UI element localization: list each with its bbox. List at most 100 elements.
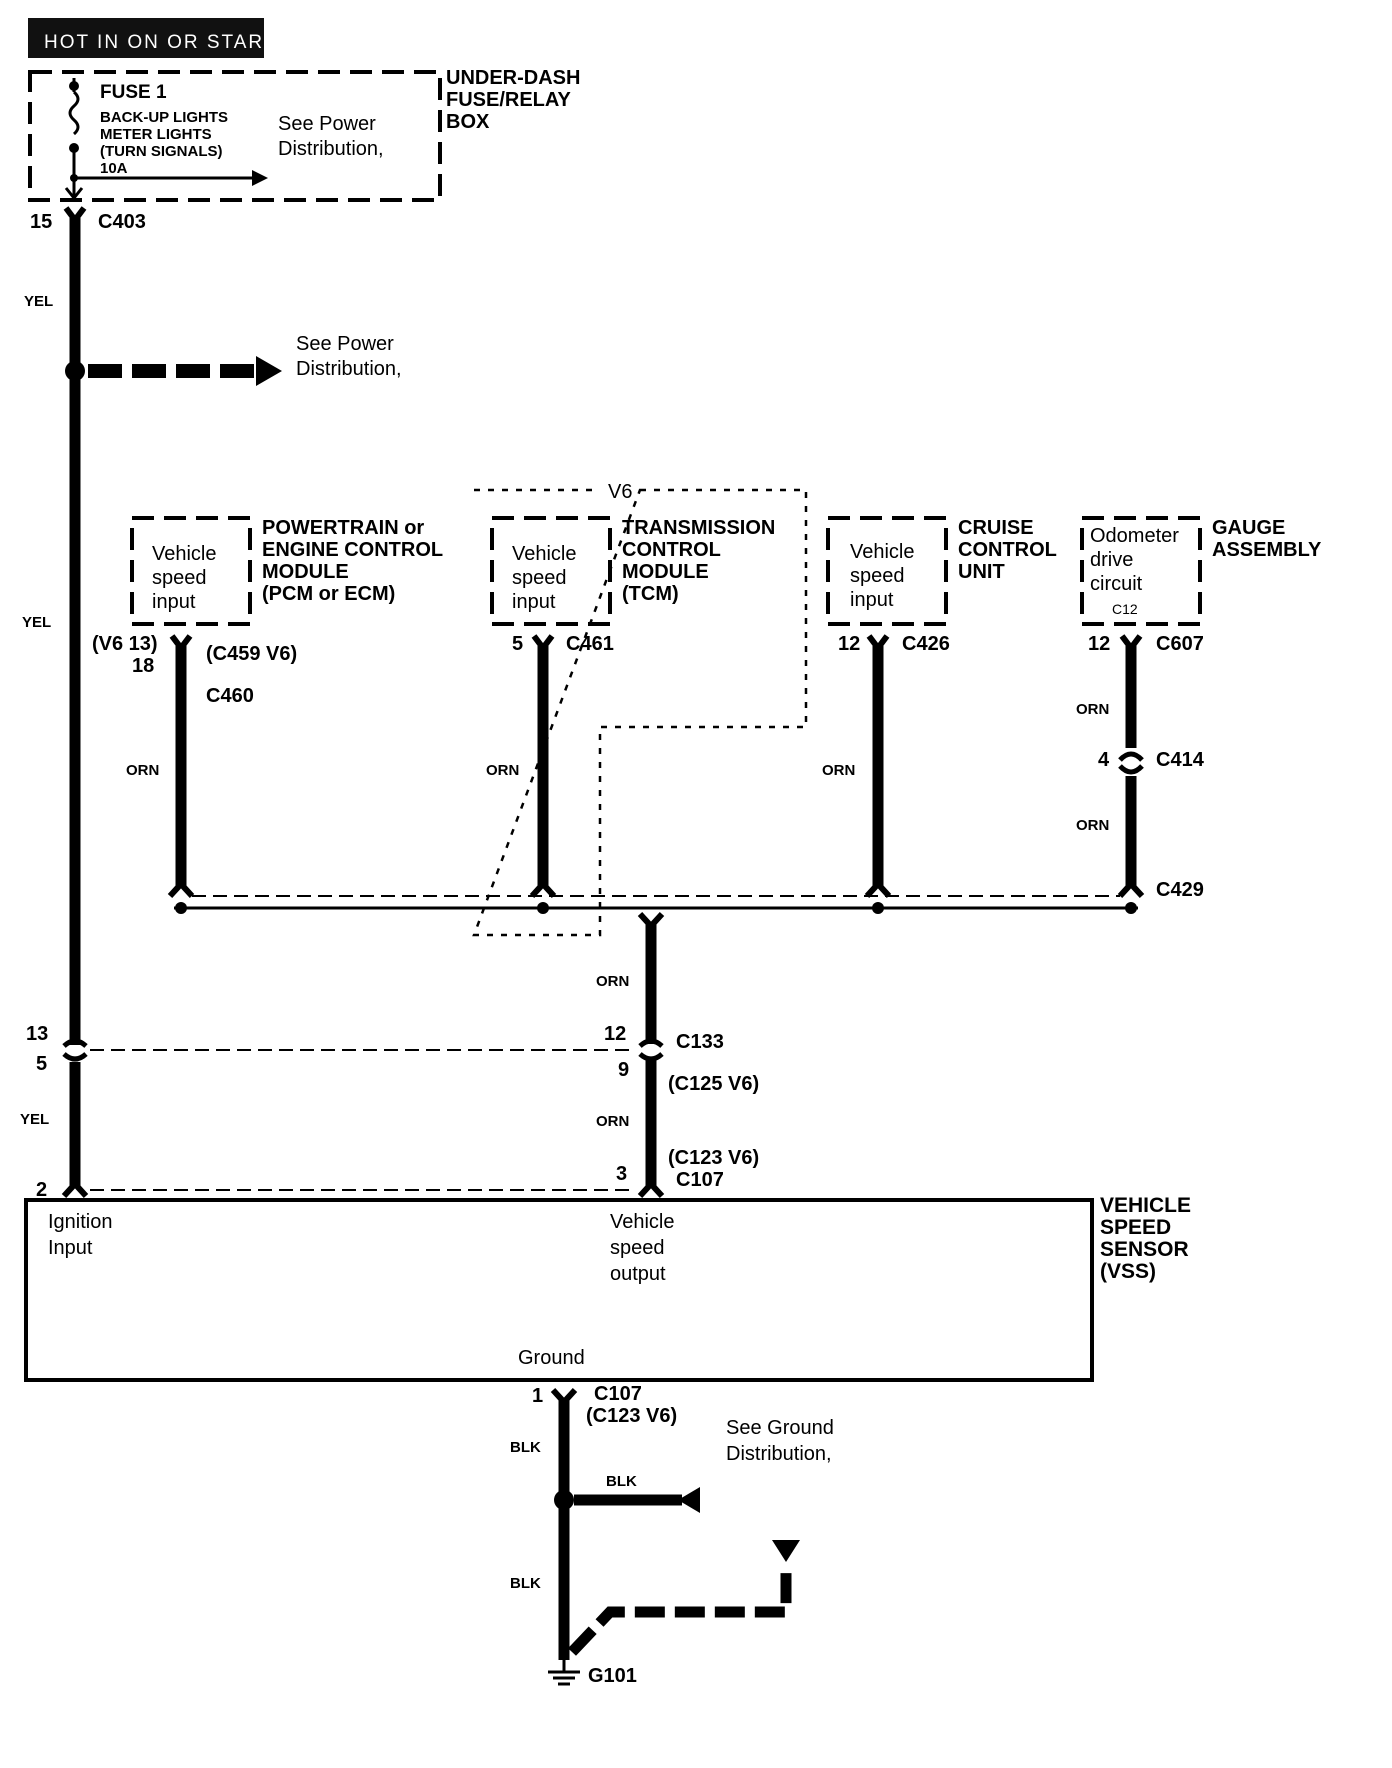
- splice-dot: [554, 1490, 574, 1510]
- fuse-box-outline: [28, 70, 442, 202]
- tcm-name: MODULE: [622, 561, 709, 583]
- splice-dot: [537, 902, 549, 914]
- v6-dotted-outline: [472, 488, 808, 937]
- connector-c414-icon: [1118, 751, 1144, 762]
- splice-dot: [175, 902, 187, 914]
- tcm-connector: C461: [566, 633, 614, 655]
- ground-connector-v6: (C123 V6): [586, 1405, 677, 1427]
- connector-c133-icon: [638, 1038, 664, 1048]
- vehicle-speed-sensor: Ignition Input Vehicle speed output Grou…: [24, 1194, 1191, 1382]
- fuse-desc-line: METER LIGHTS: [100, 126, 212, 143]
- pcm-inner-text: speed: [152, 567, 207, 589]
- inline-connectors: 13 12 C133 5 9 (C125 V6) YEL 2 3 (C123 V…: [20, 1023, 759, 1201]
- splice-dot: [65, 361, 85, 381]
- wire-color-orn: ORN: [1076, 701, 1109, 718]
- see-power-text: Distribution,: [296, 358, 402, 380]
- wire-color-orn: ORN: [1076, 817, 1109, 834]
- vss-ground-text: Ground: [518, 1347, 585, 1369]
- vss-name: VEHICLE: [1100, 1194, 1191, 1217]
- wire-color-yel: YEL: [24, 293, 53, 310]
- fuse-box-name: FUSE/RELAY: [446, 89, 572, 111]
- ground-pin: 1: [532, 1385, 543, 1407]
- pcm-name: ENGINE CONTROL: [262, 539, 443, 561]
- connector-c107-icon: [61, 1179, 89, 1199]
- c414-label: C414: [1156, 749, 1205, 771]
- fuse-box-name: UNDER-DASH: [446, 67, 580, 89]
- connector-icon: [529, 879, 557, 899]
- connector-icon: [864, 879, 892, 899]
- fuse-title: FUSE 1: [100, 82, 167, 103]
- pcm-name: POWERTRAIN or: [262, 517, 424, 539]
- c429-bus: ORN ORN: [174, 895, 1138, 1186]
- c403-pin: 15: [30, 211, 52, 233]
- c133-pin-left: 13: [26, 1023, 48, 1045]
- wire-color-orn: ORN: [822, 762, 855, 779]
- wire-color-orn: ORN: [596, 1113, 629, 1130]
- wire-color-orn: ORN: [126, 762, 159, 779]
- pcm-inner-text: input: [152, 591, 196, 613]
- tcm-inner-text: Vehicle: [512, 543, 577, 565]
- wire-color-yel: YEL: [22, 614, 51, 631]
- wire-color-blk: BLK: [510, 1439, 541, 1456]
- see-power-text: See Power: [278, 113, 376, 135]
- vss-speed-text: Vehicle: [610, 1211, 675, 1233]
- shield-drain-wire: [568, 1566, 792, 1656]
- splice-dot: [1125, 902, 1137, 914]
- cruise-name: CRUISE: [958, 517, 1034, 539]
- see-power-text: Distribution,: [278, 138, 384, 160]
- arrow-right-icon: [252, 170, 268, 186]
- vss-ignition-text: Input: [48, 1237, 93, 1259]
- splice-dot: [872, 902, 884, 914]
- c403-label: C403: [98, 211, 146, 233]
- arrow-right-icon: [256, 356, 282, 386]
- vss-name: (VSS): [1100, 1260, 1156, 1283]
- gauge-pin: 12: [1088, 633, 1110, 655]
- tcm-box: [490, 516, 612, 626]
- wire-color-orn: ORN: [596, 973, 629, 990]
- cruise-pin: 12: [838, 633, 860, 655]
- hot-in-on-or-start-header: HOT IN ON OR START: [28, 18, 277, 58]
- header-background: [28, 18, 264, 58]
- wire-color-blk: BLK: [606, 1473, 637, 1490]
- connector-c107-icon: [637, 1179, 665, 1199]
- fuse-box-name: BOX: [446, 111, 490, 133]
- gauge-box: [1080, 516, 1202, 626]
- see-ground-text: See Ground: [726, 1417, 834, 1439]
- connector-c133-icon: [638, 1052, 664, 1062]
- c107-pin-left: 2: [36, 1179, 47, 1201]
- fuse-terminal-icon: [69, 81, 79, 91]
- cruise-inner-text: input: [850, 589, 894, 611]
- connector-c414-icon: [1118, 764, 1144, 775]
- connector-c133-icon: [62, 1052, 88, 1062]
- shield-triangle-icon: [772, 1540, 800, 1562]
- c429-label: C429: [1156, 879, 1204, 901]
- header-label: HOT IN ON OR START: [44, 32, 277, 53]
- gauge-inner-text: drive: [1090, 549, 1133, 571]
- connector-icon: [1117, 879, 1145, 899]
- cruise-name: CONTROL: [958, 539, 1057, 561]
- fuse-desc-line: (TURN SIGNALS): [100, 143, 223, 160]
- tcm-inner-text: input: [512, 591, 556, 613]
- gauge-inner-text: circuit: [1090, 573, 1143, 595]
- pcm-name: (PCM or ECM): [262, 583, 395, 605]
- yel-main-wire: 15 C403 YEL YEL See Power Distribution,: [22, 206, 402, 1045]
- pcm-pin: 18: [132, 655, 154, 677]
- cruise-inner-text: Vehicle: [850, 541, 915, 563]
- cruise-name: UNIT: [958, 561, 1005, 583]
- tcm-module: Vehicle speed input TRANSMISSION CONTROL…: [486, 516, 775, 899]
- connector-icon: [167, 879, 195, 899]
- fuse-icon: [68, 90, 80, 136]
- gauge-name: ASSEMBLY: [1212, 539, 1322, 561]
- tcm-name: (TCM): [622, 583, 679, 605]
- see-ground-text: Distribution,: [726, 1443, 832, 1465]
- c125-pin-right: 9: [618, 1059, 629, 1081]
- vss-speed-text: speed: [610, 1237, 665, 1259]
- gauge-connector: C607: [1156, 633, 1204, 655]
- v6-region: V6: [472, 481, 808, 937]
- pcm-box: [130, 516, 252, 626]
- gauge-name: GAUGE: [1212, 517, 1285, 539]
- chevron-down-icon: [64, 187, 84, 201]
- c107-label: C107: [676, 1169, 724, 1191]
- see-power-text: See Power: [296, 333, 394, 355]
